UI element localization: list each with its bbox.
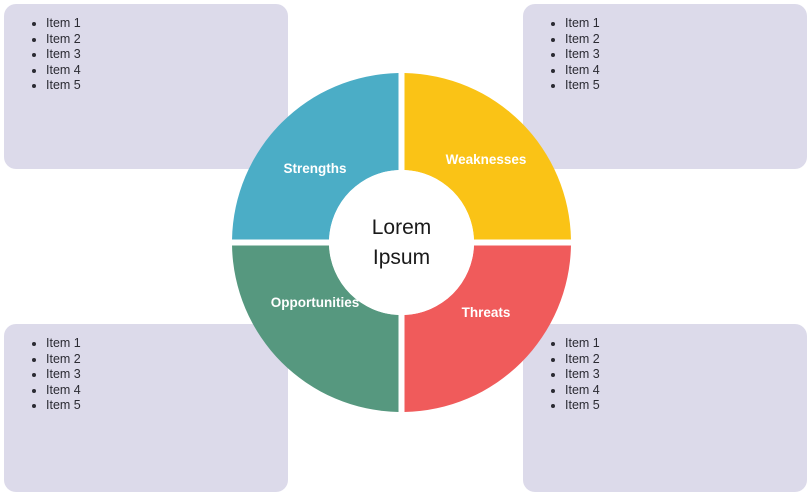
list-item: Item 2 (565, 352, 807, 368)
panel-strengths[interactable]: Item 1 Item 2 Item 3 Item 4 Item 5 (4, 4, 288, 169)
list-item: Item 4 (46, 383, 288, 399)
donut-segment-opportunities[interactable] (232, 245, 399, 412)
list-item: Item 2 (565, 32, 807, 48)
list-item: Item 3 (565, 47, 807, 63)
donut-segment-strengths[interactable] (232, 73, 399, 240)
list-item: Item 2 (46, 352, 288, 368)
list-item: Item 3 (46, 367, 288, 383)
donut-segment-weaknesses[interactable] (404, 73, 571, 240)
list-item: Item 5 (565, 78, 807, 94)
list-item: Item 5 (46, 398, 288, 414)
panel-strengths-list: Item 1 Item 2 Item 3 Item 4 Item 5 (4, 4, 288, 94)
list-item: Item 1 (565, 336, 807, 352)
donut-segment-threats[interactable] (404, 245, 571, 412)
swot-donut: Strengths Weaknesses Opportunities Threa… (232, 73, 571, 412)
panel-weaknesses[interactable]: Item 1 Item 2 Item 3 Item 4 Item 5 (523, 4, 807, 169)
panel-opportunities[interactable]: Item 1 Item 2 Item 3 Item 4 Item 5 (4, 324, 288, 492)
list-item: Item 3 (565, 367, 807, 383)
list-item: Item 5 (565, 398, 807, 414)
list-item: Item 1 (565, 16, 807, 32)
panel-weaknesses-list: Item 1 Item 2 Item 3 Item 4 Item 5 (523, 4, 807, 94)
list-item: Item 2 (46, 32, 288, 48)
panel-threats[interactable]: Item 1 Item 2 Item 3 Item 4 Item 5 (523, 324, 807, 492)
list-item: Item 1 (46, 336, 288, 352)
list-item: Item 4 (46, 63, 288, 79)
list-item: Item 5 (46, 78, 288, 94)
donut-center-hub[interactable]: Lorem Ipsum (329, 170, 474, 315)
list-item: Item 4 (565, 383, 807, 399)
list-item: Item 1 (46, 16, 288, 32)
list-item: Item 3 (46, 47, 288, 63)
panel-threats-list: Item 1 Item 2 Item 3 Item 4 Item 5 (523, 324, 807, 414)
center-label: Lorem Ipsum (371, 215, 432, 269)
panel-opportunities-list: Item 1 Item 2 Item 3 Item 4 Item 5 (4, 324, 288, 414)
list-item: Item 4 (565, 63, 807, 79)
